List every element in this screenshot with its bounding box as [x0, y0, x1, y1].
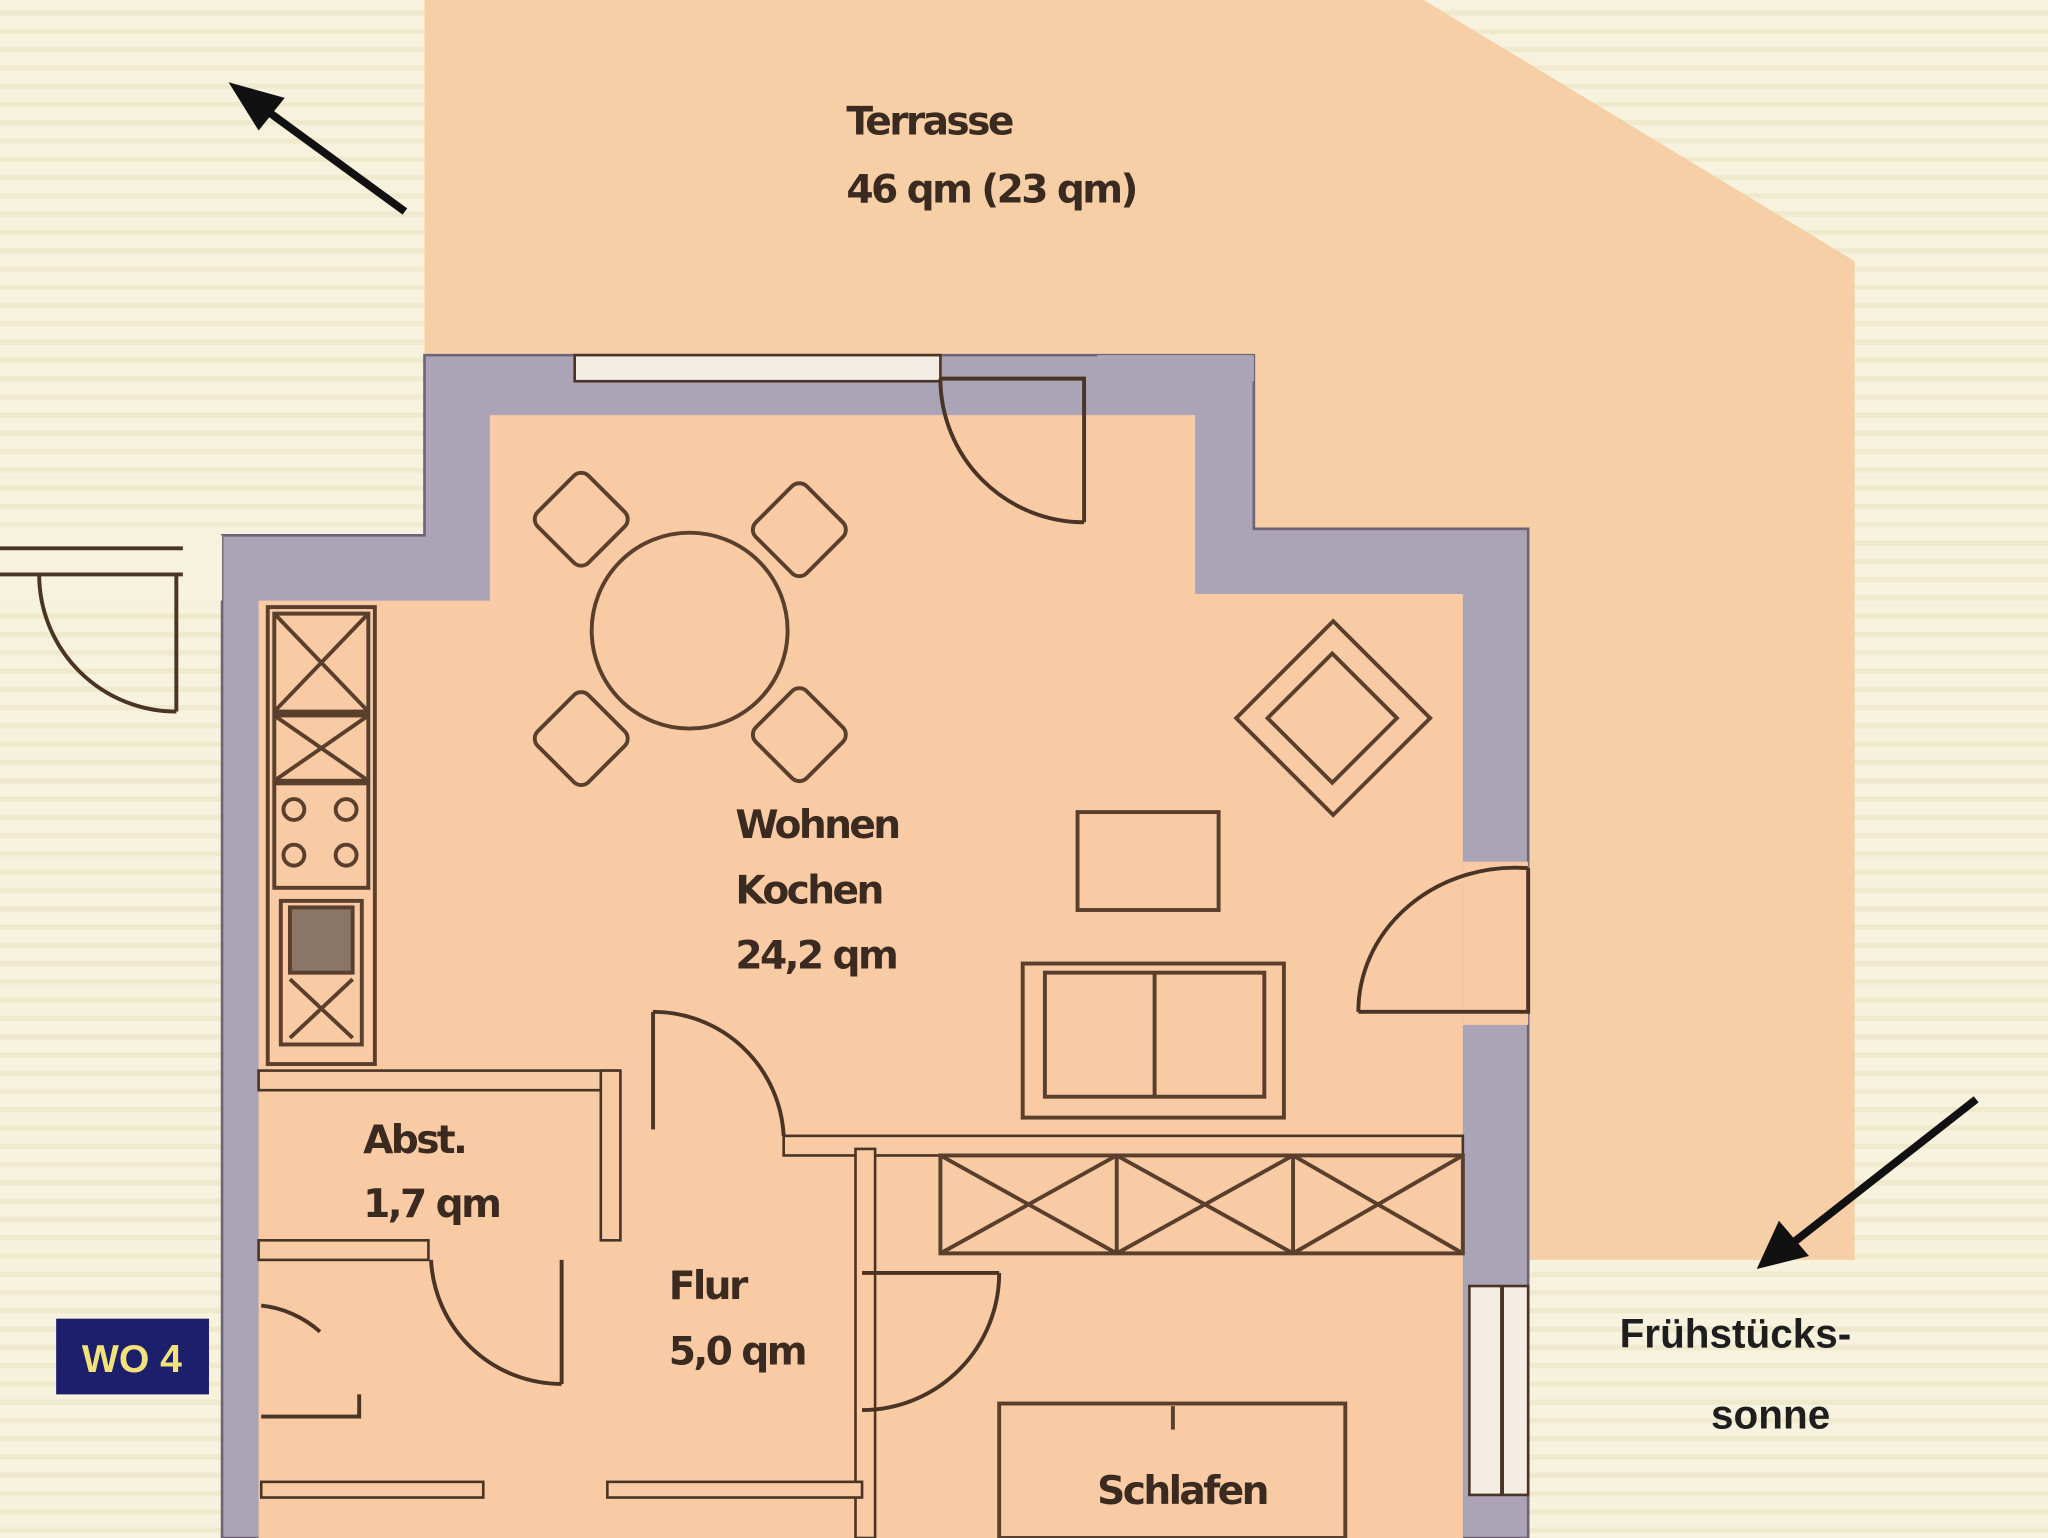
living-name-1: Wohnen — [735, 803, 898, 848]
storage-door — [429, 1259, 564, 1386]
terrace-area — [424, 0, 1855, 1260]
dining-table — [532, 470, 848, 787]
living-name-2: Kochen — [735, 868, 881, 913]
coffee-table — [1075, 810, 1221, 912]
terrace-door — [938, 376, 1087, 525]
hall-name: Flur — [669, 1264, 749, 1309]
right-window — [1468, 1284, 1530, 1497]
bedroom-name: Schlafen — [1097, 1469, 1267, 1514]
interior-floor — [258, 415, 1463, 1538]
living-area: 24,2 qm — [735, 934, 896, 979]
arrow-southwest-icon — [1756, 1096, 1979, 1270]
terrace-area-label: 46 qm (23 qm) — [846, 167, 1135, 212]
storage-name: Abst. — [363, 1118, 465, 1163]
annotation-line-1: Frühstücks- — [1620, 1310, 1852, 1356]
armchair — [1233, 618, 1433, 818]
kitchen-counter — [265, 605, 377, 1067]
hall-area: 5,0 qm — [669, 1329, 805, 1374]
unit-badge: WO 4 — [56, 1318, 209, 1395]
annotation-line-2: sonne — [1711, 1391, 1830, 1437]
storage-area: 1,7 qm — [363, 1182, 499, 1227]
unit-badge-label: WO 4 — [82, 1338, 182, 1381]
top-window — [573, 353, 942, 383]
entrance-wall — [0, 535, 223, 601]
bedroom-door — [862, 1271, 1002, 1413]
bed — [997, 1401, 1348, 1538]
bath-door — [261, 1303, 362, 1419]
sofa — [1020, 961, 1286, 1120]
hall-door — [651, 1009, 786, 1136]
arrow-northwest-icon — [228, 82, 408, 215]
terrace-name: Terrasse — [846, 99, 1012, 144]
side-door — [1356, 865, 1531, 1014]
wardrobe — [938, 1153, 1465, 1256]
entrance-door — [37, 574, 179, 714]
